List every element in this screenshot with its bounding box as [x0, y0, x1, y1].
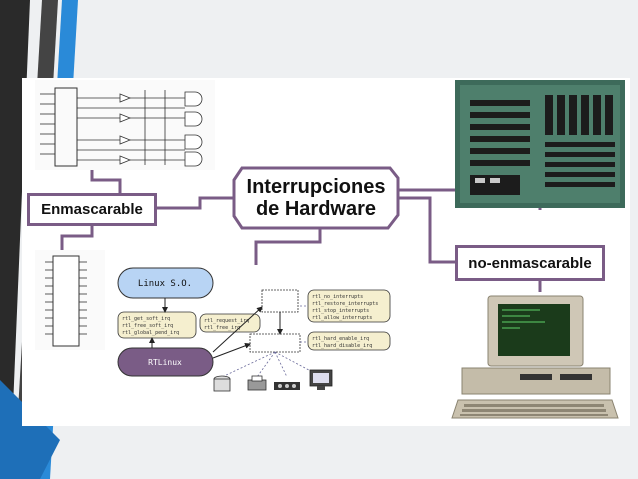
retro-pc-image	[450, 292, 620, 422]
motherboard-image	[455, 80, 625, 208]
right-bottom-func-2: rtl_hard_disable_irq	[312, 343, 372, 349]
connector-int-diagram	[254, 228, 322, 265]
left-func-3: rtl_global_pend_irq	[122, 330, 179, 336]
blue-corner	[0, 380, 60, 479]
monitor-icon	[309, 369, 333, 390]
cpu-box	[261, 289, 299, 313]
pic-box	[249, 333, 301, 353]
interrupciones-line2: de Hardware	[255, 198, 377, 220]
network-icon	[274, 382, 300, 390]
rtlinux-label: RTLinux	[148, 358, 182, 367]
connector-enm-int	[157, 196, 236, 210]
interrupciones-box-shape	[232, 166, 400, 230]
right-top-func-4: rtl_allow_interrupts	[312, 315, 372, 321]
right-top-func-2: rtl_restore_interrupts	[312, 301, 378, 307]
right-bottom-func-1: rtl_hard_enable_irq	[312, 336, 369, 342]
interrupciones-hardware-label: Interrupciones de Hardware	[236, 168, 396, 228]
connector-top-left	[90, 170, 122, 193]
disk-icon	[213, 375, 231, 392]
linux-so-label: Linux S.O.	[138, 279, 192, 289]
rtlinux-node	[117, 347, 214, 377]
mid-func-2: rtl_free_irq	[204, 325, 240, 331]
connector-enm-chip	[60, 226, 94, 250]
interrupciones-line1: Interrupciones	[246, 176, 386, 198]
no-enmascarable-label: no-enmascarable	[455, 245, 605, 281]
mid-func-1: rtl_request_irq	[204, 318, 249, 324]
right-top-funcs-box	[307, 289, 391, 323]
logic-schematic-image	[35, 80, 215, 170]
pc-case	[461, 367, 611, 395]
left-func-2: rtl_free_soft_irq	[122, 323, 173, 329]
pc-screen	[498, 304, 570, 356]
right-top-func-3: rtl_stop_interrupts	[312, 308, 369, 314]
chip-pinout-image	[35, 250, 105, 350]
connector-int-noenm	[396, 196, 455, 264]
right-bottom-funcs-box	[307, 331, 391, 351]
left-func-1: rtl_get_soft_irq	[122, 316, 170, 322]
mid-funcs-box	[199, 313, 261, 333]
enmascarable-label: Enmascarable	[27, 193, 157, 226]
right-top-func-1: rtl_no_interrupts	[312, 294, 363, 300]
rtlinux-diagram: Linux S.O. rtl_get_soft_irq rtl_free_sof…	[117, 267, 391, 392]
printer-icon	[247, 375, 267, 391]
left-funcs-box	[117, 311, 197, 339]
